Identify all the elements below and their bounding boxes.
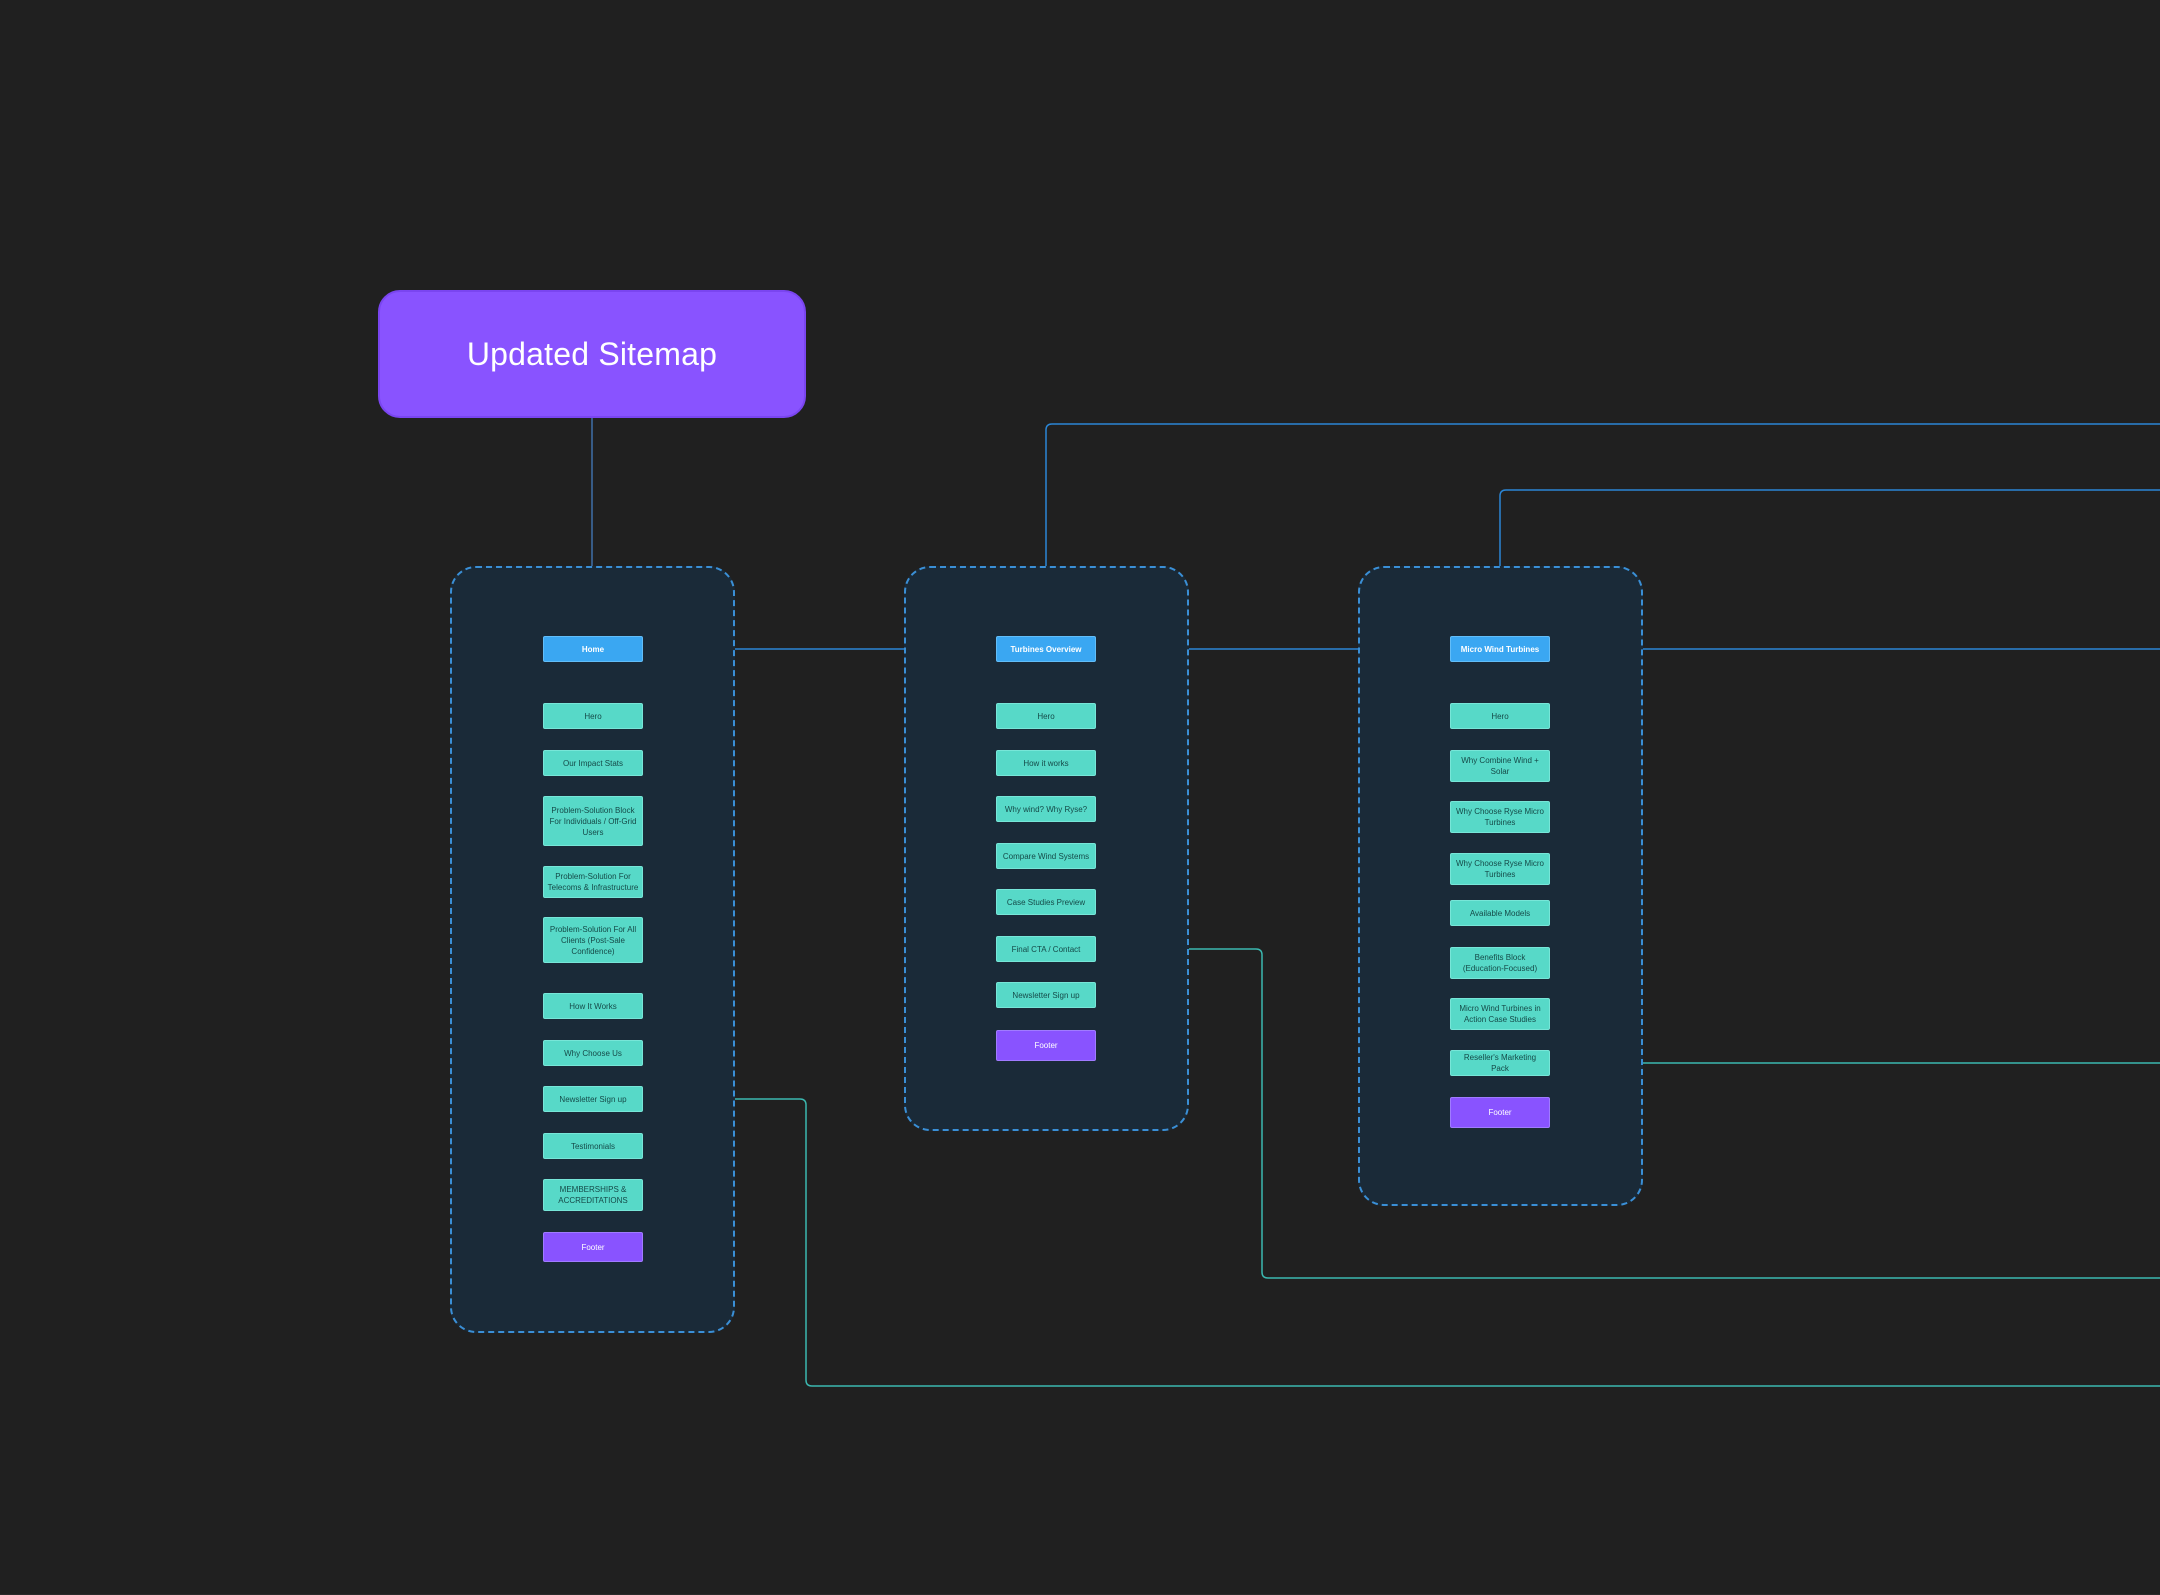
node-label: Why Combine Wind + Solar bbox=[1461, 756, 1539, 776]
node-label: Why Choose Ryse Micro Turbines bbox=[1455, 807, 1545, 827]
home-hero-node[interactable]: Hero bbox=[543, 703, 643, 729]
node-label: Footer bbox=[1488, 1108, 1512, 1117]
home-header-node[interactable]: Home bbox=[543, 636, 643, 662]
home-newsletter-node[interactable]: Newsletter Sign up bbox=[543, 1086, 643, 1112]
micro-case-studies-node[interactable]: Micro Wind Turbines in Action Case Studi… bbox=[1450, 998, 1550, 1030]
micro-why-choose-2-node[interactable]: Why Choose Ryse Micro Turbines bbox=[1450, 853, 1550, 885]
home-impact-stats-node[interactable]: Our Impact Stats bbox=[543, 750, 643, 776]
node-label: Newsletter Sign up bbox=[1012, 990, 1080, 1000]
turbines-final-cta-node[interactable]: Final CTA / Contact bbox=[996, 936, 1096, 962]
node-label: Micro Wind Turbines in Action Case Studi… bbox=[1459, 1004, 1541, 1024]
connector-home-newsletter-offscreen bbox=[643, 1098, 2160, 1387]
turbines-why-wind-node[interactable]: Why wind? Why Ryse? bbox=[996, 796, 1096, 822]
micro-why-choose-1-node[interactable]: Why Choose Ryse Micro Turbines bbox=[1450, 801, 1550, 833]
sitemap-title-card[interactable]: Updated Sitemap bbox=[378, 290, 806, 418]
node-label: Hero bbox=[584, 711, 602, 721]
micro-footer-node[interactable]: Footer bbox=[1450, 1097, 1550, 1128]
turbines-compare-systems-node[interactable]: Compare Wind Systems bbox=[996, 843, 1096, 869]
home-testimonials-node[interactable]: Testimonials bbox=[543, 1133, 643, 1159]
micro-reseller-pack-node[interactable]: Reseller's Marketing Pack bbox=[1450, 1050, 1550, 1076]
node-label: How it works bbox=[1023, 758, 1069, 768]
connector-final-cta-offscreen bbox=[1096, 948, 2160, 1279]
micro-hero-node[interactable]: Hero bbox=[1450, 703, 1550, 729]
connector-top-micro bbox=[1499, 489, 2160, 636]
turbines-footer-node[interactable]: Footer bbox=[996, 1030, 1096, 1061]
node-label: Home bbox=[581, 644, 605, 654]
node-label: Final CTA / Contact bbox=[1011, 944, 1081, 954]
micro-wind-solar-node[interactable]: Why Combine Wind + Solar bbox=[1450, 750, 1550, 782]
node-label: Problem-Solution For Telecoms & Infrastr… bbox=[547, 872, 639, 892]
node-label: Compare Wind Systems bbox=[1002, 851, 1090, 861]
turbines-newsletter-node[interactable]: Newsletter Sign up bbox=[996, 982, 1096, 1008]
node-label: Reseller's Marketing Pack bbox=[1463, 1053, 1537, 1073]
turbines-how-it-works-node[interactable]: How it works bbox=[996, 750, 1096, 776]
home-memberships-node[interactable]: MEMBERSHIPS & ACCREDITATIONS bbox=[543, 1179, 643, 1211]
node-label: Why Choose Us bbox=[564, 1048, 622, 1058]
micro-benefits-node[interactable]: Benefits Block (Education-Focused) bbox=[1450, 947, 1550, 979]
home-footer-node[interactable]: Footer bbox=[543, 1232, 643, 1262]
node-label: Problem-Solution For All Clients (Post-S… bbox=[549, 924, 637, 956]
node-label: Micro Wind Turbines bbox=[1460, 644, 1540, 654]
node-label: Footer bbox=[1034, 1041, 1058, 1050]
node-label: Benefits Block (Education-Focused) bbox=[1462, 953, 1538, 973]
node-label: Hero bbox=[1491, 711, 1509, 721]
home-problem-solution-all-clients-node[interactable]: Problem-Solution For All Clients (Post-S… bbox=[543, 917, 643, 963]
node-label: Problem-Solution Block For Individuals /… bbox=[549, 805, 637, 837]
home-why-choose-us-node[interactable]: Why Choose Us bbox=[543, 1040, 643, 1066]
micro-wind-turbines-header-node[interactable]: Micro Wind Turbines bbox=[1450, 636, 1550, 662]
turbines-hero-node[interactable]: Hero bbox=[996, 703, 1096, 729]
home-how-it-works-node[interactable]: How It Works bbox=[543, 993, 643, 1019]
home-problem-solution-individuals-node[interactable]: Problem-Solution Block For Individuals /… bbox=[543, 796, 643, 846]
micro-available-models-node[interactable]: Available Models bbox=[1450, 900, 1550, 926]
node-label: Available Models bbox=[1469, 908, 1531, 918]
turbines-overview-header-node[interactable]: Turbines Overview bbox=[996, 636, 1096, 662]
node-label: MEMBERSHIPS & ACCREDITATIONS bbox=[558, 1185, 628, 1205]
sitemap-title: Updated Sitemap bbox=[466, 335, 718, 372]
node-label: Why wind? Why Ryse? bbox=[1004, 804, 1088, 814]
node-label: Why Choose Ryse Micro Turbines bbox=[1455, 859, 1545, 879]
node-label: Newsletter Sign up bbox=[559, 1094, 627, 1104]
node-label: How It Works bbox=[569, 1001, 617, 1011]
node-label: Case Studies Preview bbox=[1006, 897, 1086, 907]
node-label: Our Impact Stats bbox=[562, 758, 624, 768]
node-label: Footer bbox=[581, 1242, 605, 1252]
node-label: Turbines Overview bbox=[1010, 644, 1082, 654]
node-label: Hero bbox=[1037, 711, 1055, 721]
node-label: Testimonials bbox=[570, 1141, 615, 1151]
turbines-case-studies-node[interactable]: Case Studies Preview bbox=[996, 889, 1096, 915]
connector-top-turbines bbox=[1045, 423, 2160, 636]
home-problem-solution-telecoms-node[interactable]: Problem-Solution For Telecoms & Infrastr… bbox=[543, 866, 643, 898]
